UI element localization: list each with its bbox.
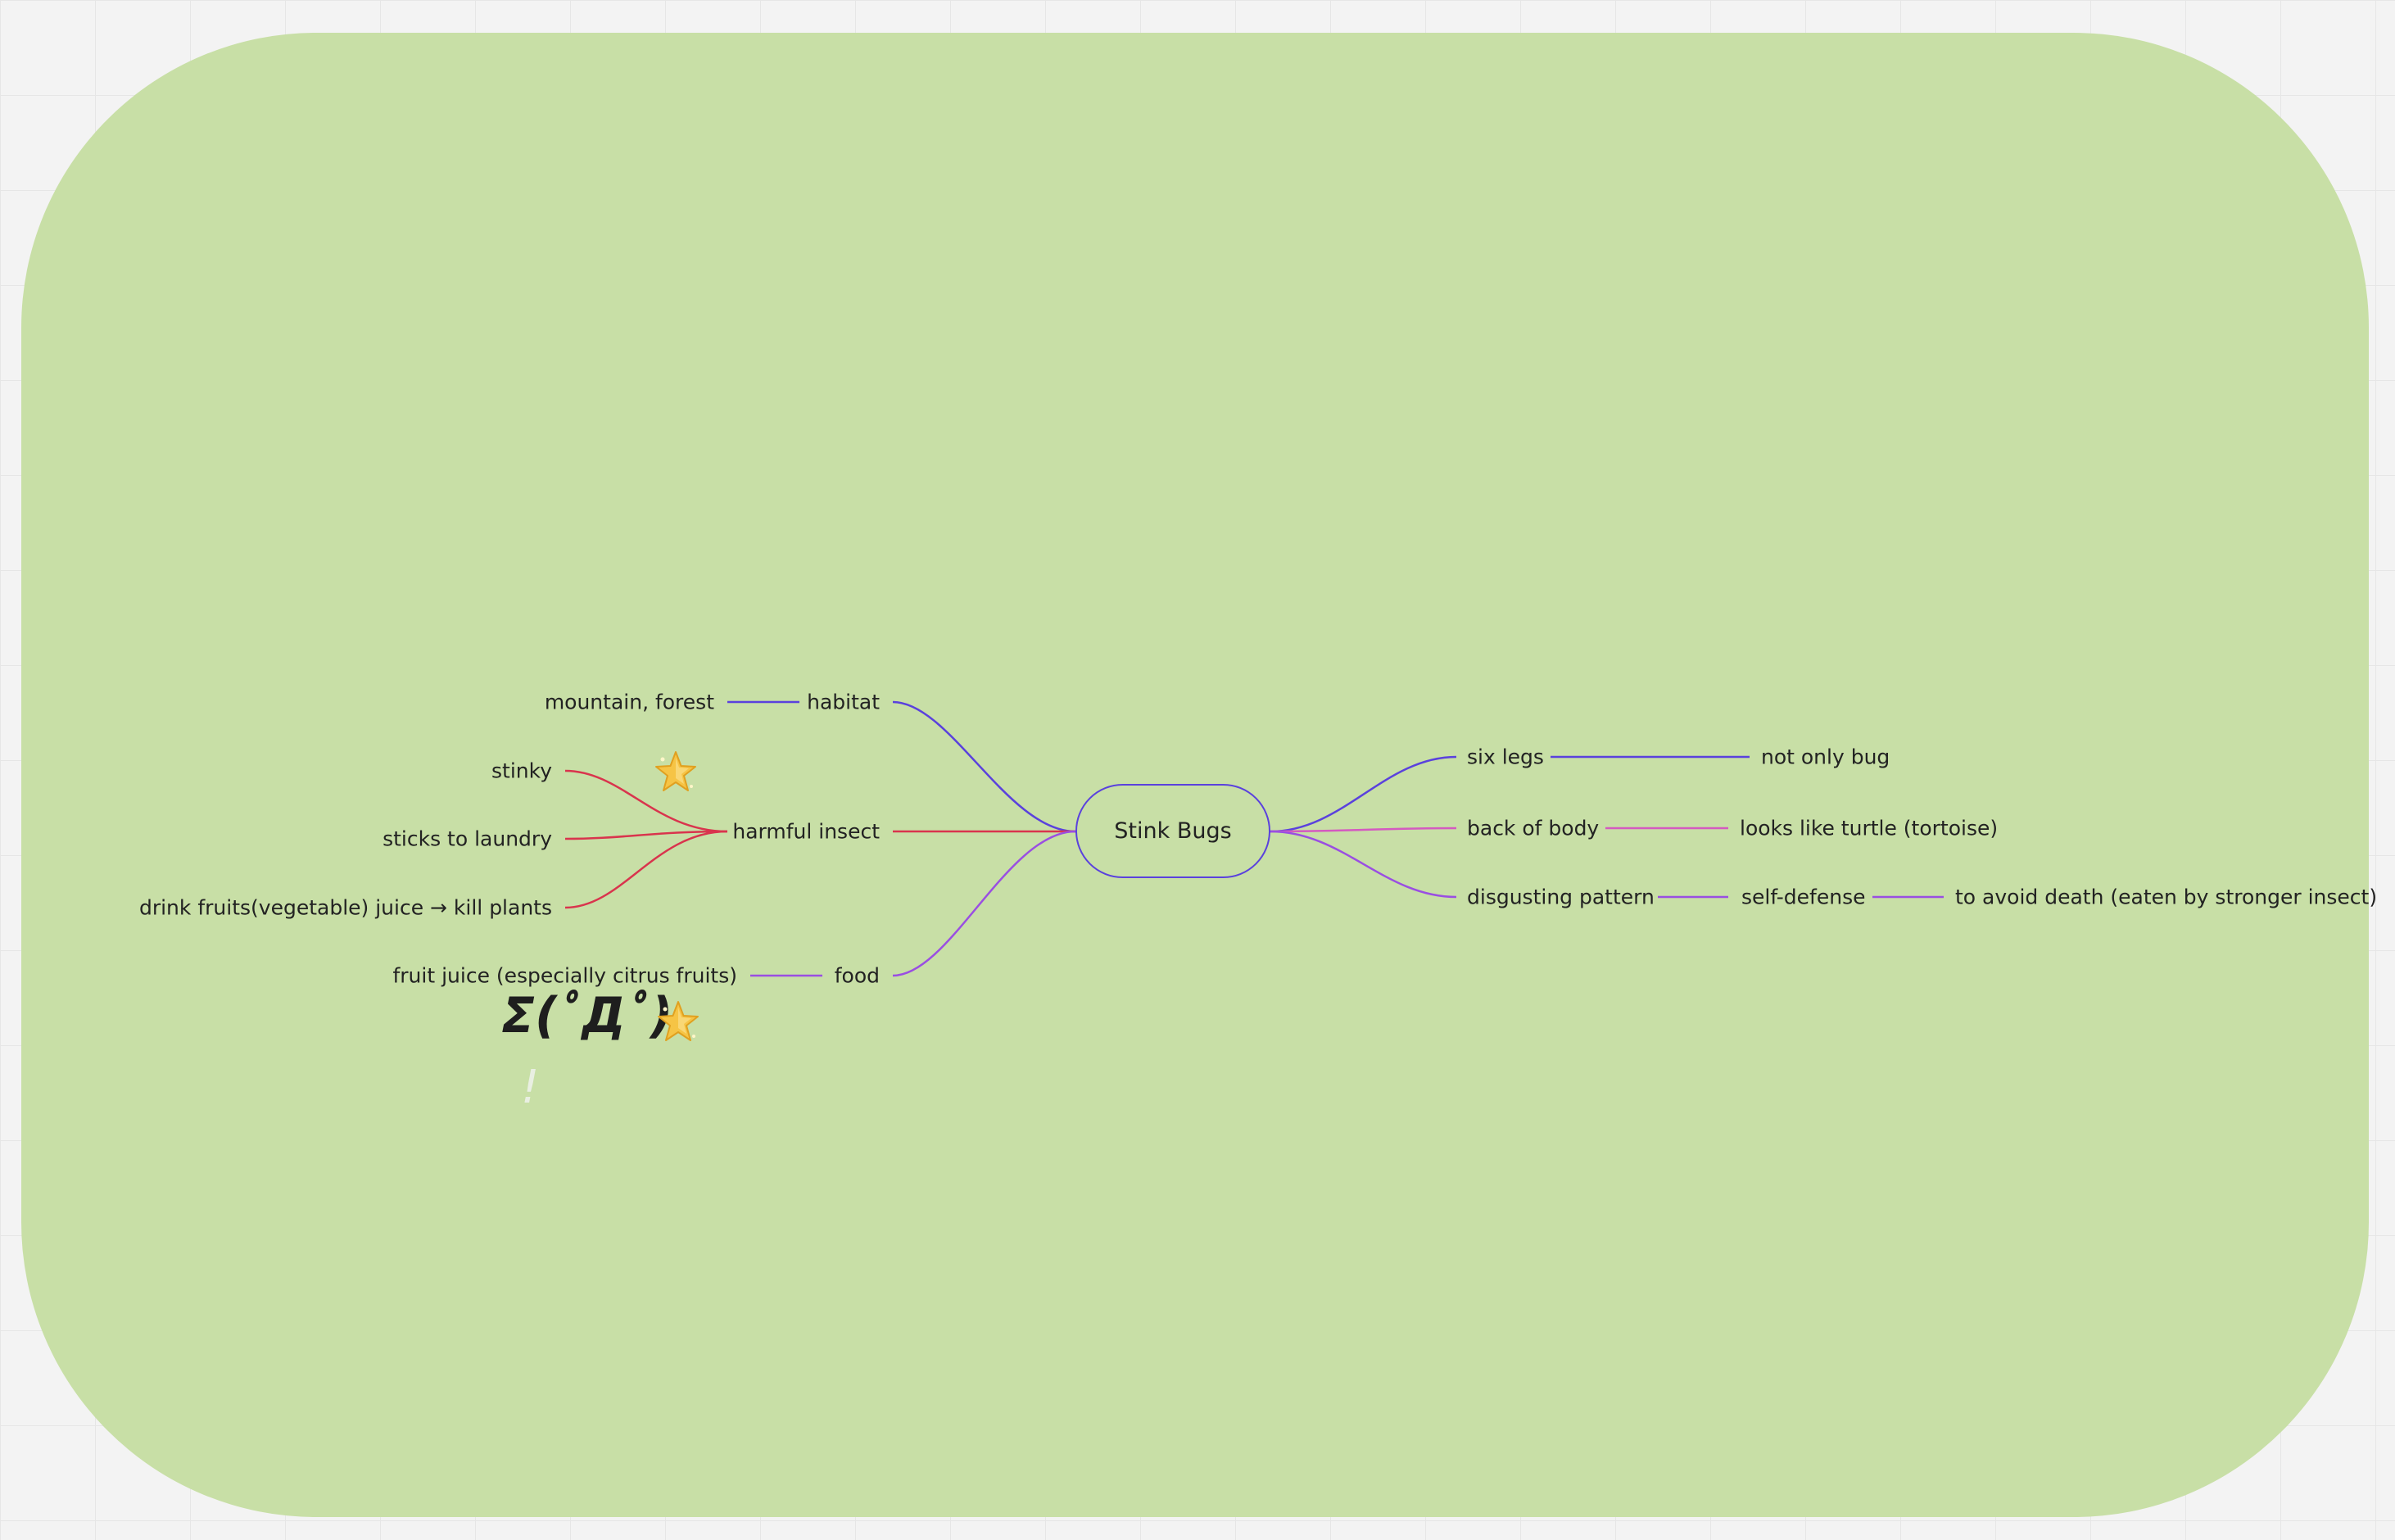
node-looks-like-turtle[interactable]: looks like turtle (tortoise) — [1740, 816, 1999, 840]
node-mountain-forest[interactable]: mountain, forest — [544, 690, 714, 714]
node-habitat[interactable]: habitat — [807, 690, 880, 714]
node-drink-juice[interactable]: drink fruits(vegetable) juice → kill pla… — [138, 895, 552, 920]
node-six-legs[interactable]: six legs — [1467, 745, 1544, 769]
exclamation-mark: ! — [521, 1061, 540, 1114]
green-frame — [21, 33, 2369, 1517]
node-fruit-juice[interactable]: fruit juice (especially citrus fruits) — [392, 963, 737, 988]
node-not-only-bug[interactable]: not only bug — [1761, 745, 1890, 769]
star-icon[interactable] — [653, 750, 699, 795]
root-node[interactable]: Stink Bugs — [1075, 784, 1270, 878]
node-avoid-death[interactable]: to avoid death (eaten by stronger insect… — [1955, 885, 2378, 909]
connector-harmful-juice — [564, 830, 728, 909]
connector-root-habitat — [892, 700, 1076, 833]
node-stinky[interactable]: stinky — [491, 759, 552, 783]
node-self-defense[interactable]: self-defense — [1741, 885, 1866, 909]
connector-root-sixlegs — [1270, 755, 1457, 833]
node-sticks-to-laundry[interactable]: sticks to laundry — [383, 827, 552, 851]
node-food[interactable]: food — [834, 963, 880, 988]
emoticon-sticker[interactable]: Σ(ﾟДﾟ) — [501, 987, 673, 1044]
connector-harmful-laundry — [564, 830, 728, 840]
connector-harmful-stinky — [564, 769, 728, 833]
node-disgusting-pattern[interactable]: disgusting pattern — [1467, 885, 1655, 909]
star-icon[interactable] — [655, 999, 701, 1045]
connector-root-pattern — [1270, 830, 1457, 899]
node-back-of-body[interactable]: back of body — [1467, 816, 1600, 840]
connector-root-food — [892, 830, 1076, 977]
connector-root-back — [1270, 827, 1457, 833]
node-harmful-insect[interactable]: harmful insect — [732, 819, 880, 844]
